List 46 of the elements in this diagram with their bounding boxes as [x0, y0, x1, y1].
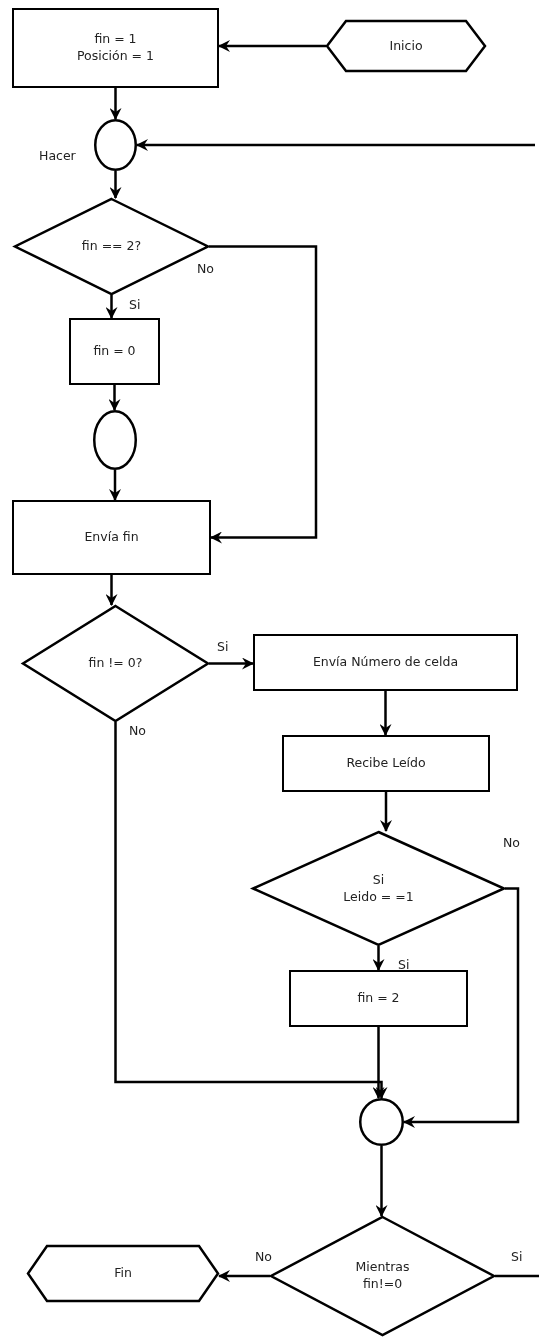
node-text: Envía fin [84, 529, 139, 546]
node-text: Posición = 1 [77, 48, 154, 65]
arrow [109, 88, 122, 120]
process-box [289, 970, 468, 1027]
process-box [12, 500, 211, 575]
arrow [209, 245, 318, 544]
arrow [403, 887, 520, 1128]
arrow [105, 295, 118, 319]
edge-label: Si [216, 640, 230, 654]
edge-label: No [502, 836, 521, 850]
node-caption: Hacer [38, 149, 77, 163]
node-text: fin = 1 [94, 31, 137, 48]
process-box [12, 8, 219, 88]
node-text: Envía Número de celda [312, 654, 459, 671]
node-text: fin = 0 [93, 343, 136, 360]
node-text: Inicio [389, 37, 423, 55]
node-text: fin = 2 [357, 990, 400, 1007]
arrow [218, 1270, 270, 1282]
node-text: Recibe Leído [346, 755, 426, 772]
arrow [109, 470, 121, 501]
arrow [372, 1027, 385, 1099]
edge-label: No [196, 262, 215, 276]
node-text: fin == 2? [81, 238, 142, 255]
arrow [105, 575, 118, 606]
node-text: Leido = =1 [343, 888, 414, 906]
edge-label: Si [510, 1250, 524, 1264]
node-text: Si [372, 871, 385, 889]
node-text: fin != 0? [88, 655, 143, 672]
process-box [69, 318, 160, 385]
arrow [379, 691, 392, 736]
edge-label: No [254, 1250, 273, 1264]
process-box [282, 735, 490, 792]
edge-label: Si [128, 298, 142, 312]
edge-label: No [128, 724, 147, 738]
arrow [109, 171, 122, 199]
arrow [372, 946, 385, 971]
arrow [209, 657, 254, 670]
arrow [375, 1146, 388, 1217]
arrow [380, 792, 392, 832]
arrow [114, 722, 388, 1099]
node-text: Fin [114, 1265, 132, 1282]
arrow [108, 385, 121, 411]
process-box [253, 634, 518, 691]
arrow [218, 40, 326, 52]
node-text: Mientras fin!=0 [354, 1259, 411, 1293]
arrow [136, 139, 535, 151]
